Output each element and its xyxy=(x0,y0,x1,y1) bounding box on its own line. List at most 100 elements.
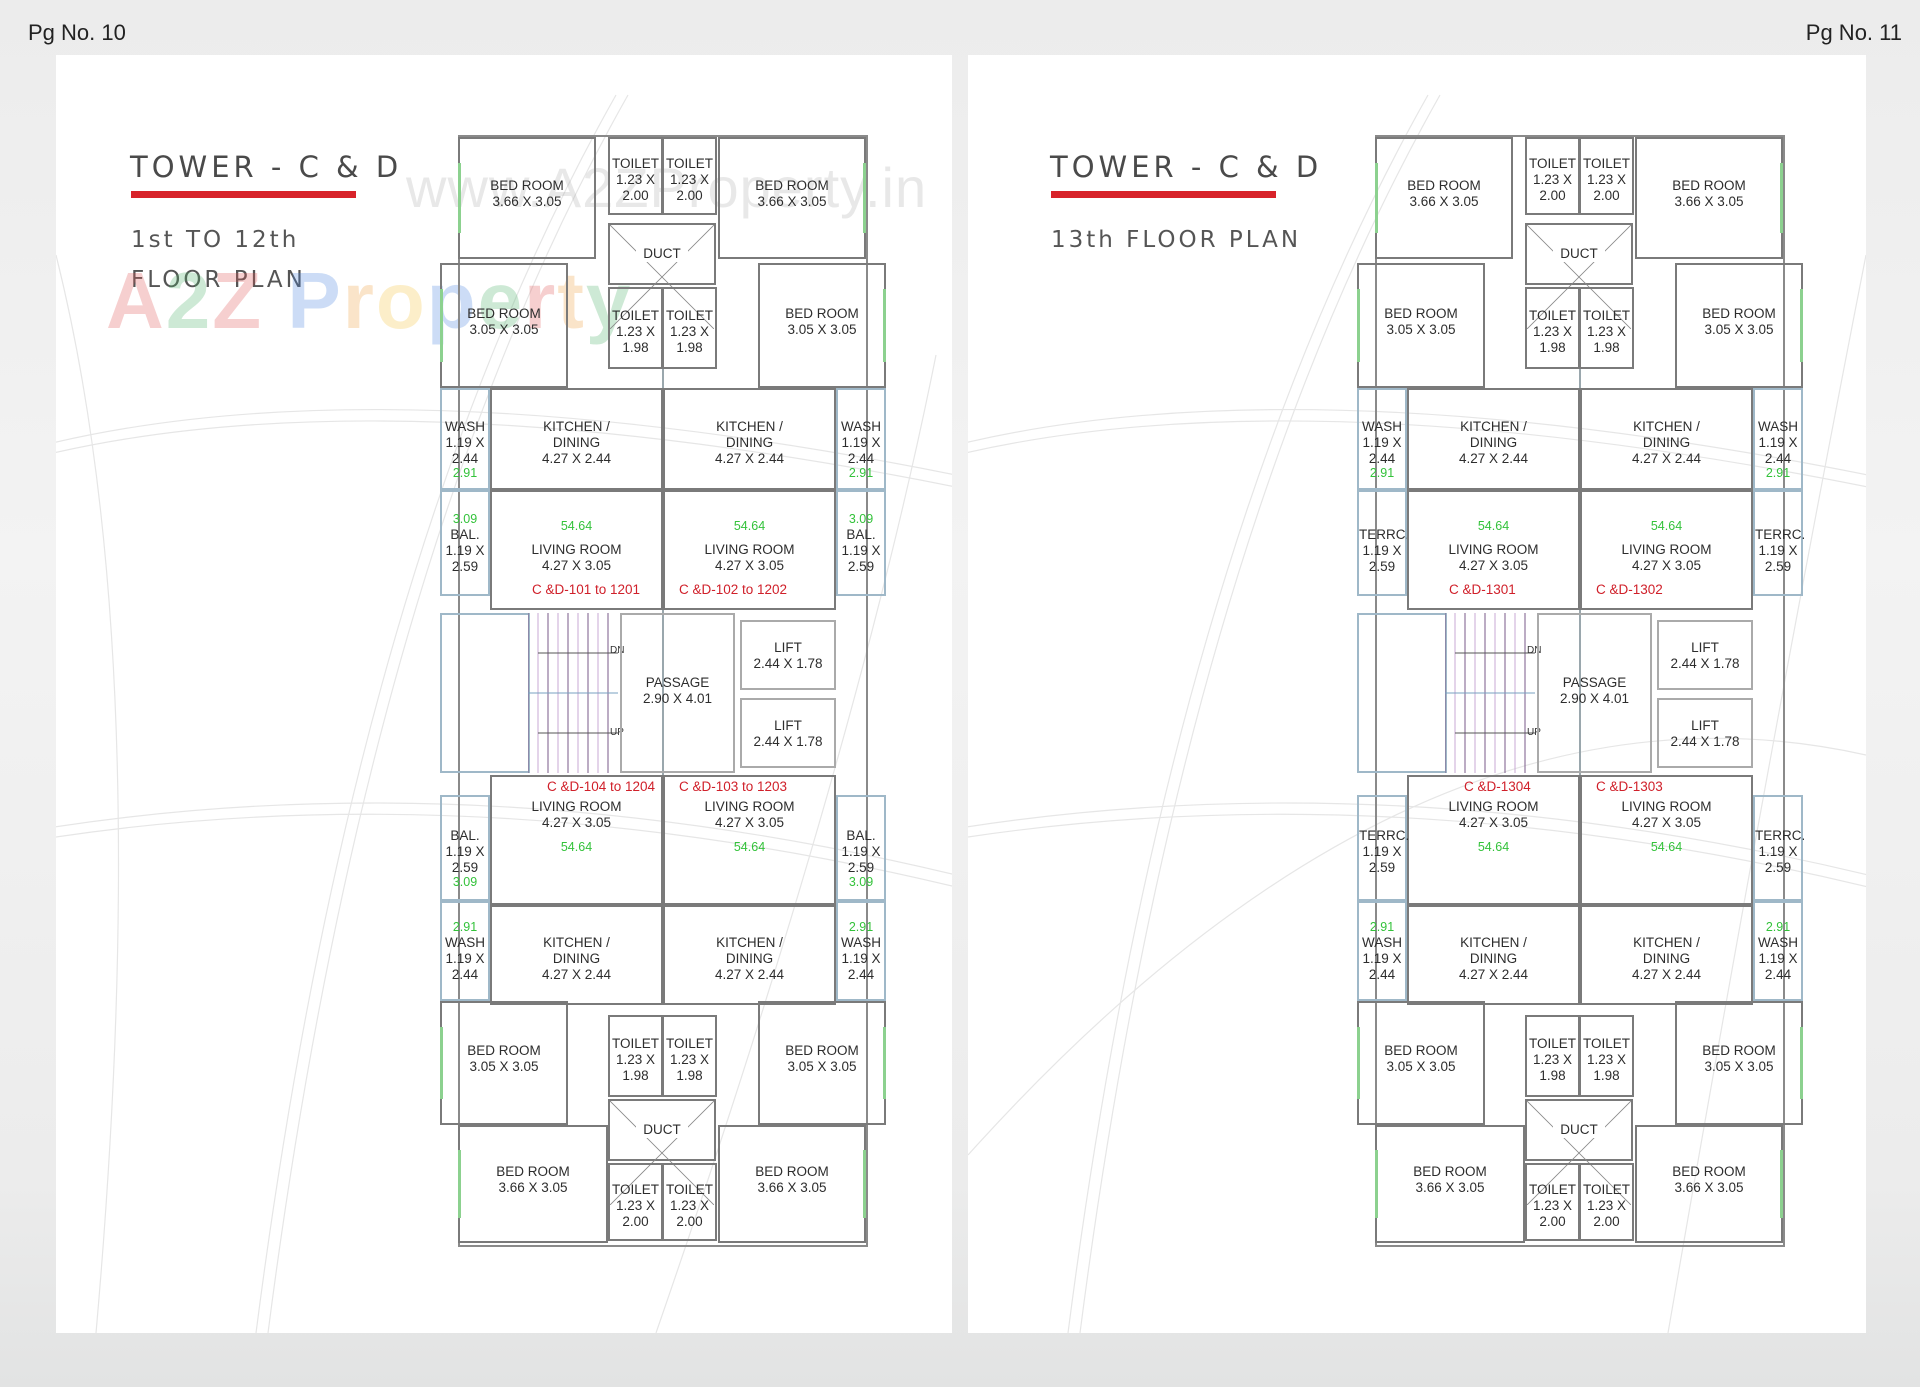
room-name: BED ROOM xyxy=(496,1164,570,1179)
carpet-area: 2.91 xyxy=(1765,920,1791,934)
room-name: BED ROOM xyxy=(1702,305,1776,321)
carpet-area: 3.09 xyxy=(452,512,478,526)
room-name: TOILET xyxy=(665,308,713,323)
carpet-area: 2.91 xyxy=(1369,466,1395,480)
room-name: WASH xyxy=(841,935,881,950)
window xyxy=(1780,1149,1783,1219)
room-dimensions: 4.27 X 2.44 xyxy=(1631,967,1702,982)
room-name: TOILET xyxy=(665,1182,713,1197)
carpet-area: 54.64 xyxy=(733,519,766,533)
room-dimensions: 1.23 X 2.00 xyxy=(1532,172,1573,203)
staircase-icon xyxy=(1445,613,1535,773)
room-dimensions: 1.19 X 2.44 xyxy=(445,951,485,982)
unit-number: C &D-103 to 1203 xyxy=(679,779,788,794)
room-balcony: TERRC.1.19 X 2.59 xyxy=(1357,490,1409,596)
stair-up-label: UP xyxy=(610,727,624,738)
duct-label: DUCT xyxy=(1553,246,1605,262)
room-name: KITCHEN / DINING xyxy=(1460,935,1527,966)
window xyxy=(1357,289,1360,362)
room-name: TOILET xyxy=(1528,156,1576,171)
room-dimensions: 4.27 X 3.05 xyxy=(1458,558,1529,573)
room-name: TOILET xyxy=(611,1182,659,1197)
window xyxy=(883,1027,886,1099)
room-name: TOILET xyxy=(1528,308,1576,323)
room-duct: DUCT xyxy=(608,223,716,329)
room-name: BED ROOM xyxy=(1384,305,1458,321)
title-underline xyxy=(1051,191,1276,198)
room-dimensions: 1.19 X 2.44 xyxy=(1758,951,1798,982)
window xyxy=(1357,1027,1360,1099)
room-dimensions: 1.23 X 1.98 xyxy=(1586,1052,1627,1083)
room-duct: DUCT xyxy=(608,1099,716,1205)
room-balcony: TERRC.1.19 X 2.59 xyxy=(1753,795,1805,901)
room-dimensions: 1.23 X 1.98 xyxy=(1532,1052,1573,1083)
building-outline xyxy=(1375,135,1785,1247)
room-name: WASH xyxy=(1362,419,1402,434)
room-dimensions: 1.23 X 1.98 xyxy=(615,324,656,355)
room-name: PASSAGE xyxy=(1562,675,1627,690)
decorative-curves xyxy=(968,94,1866,1333)
carpet-area: 2.91 xyxy=(452,466,478,480)
room-dimensions: 1.23 X 2.00 xyxy=(669,1198,710,1229)
room-name: KITCHEN / DINING xyxy=(543,419,610,450)
room-name: PASSAGE xyxy=(645,675,710,690)
room-name: BED ROOM xyxy=(490,178,564,193)
duct-cross-icon xyxy=(1527,1101,1631,1205)
room-name: BED ROOM xyxy=(785,305,859,321)
room-dimensions: 3.05 X 3.05 xyxy=(787,1059,857,1074)
carpet-area: 3.09 xyxy=(848,512,874,526)
duct-label: DUCT xyxy=(1553,1122,1605,1138)
duct-cross-icon xyxy=(610,1101,714,1205)
carpet-area: 54.64 xyxy=(560,840,593,854)
room-name: BAL. xyxy=(846,828,876,843)
carpet-area: 54.64 xyxy=(1477,519,1510,533)
title-underline xyxy=(131,191,356,198)
room-name: TOILET xyxy=(1582,308,1630,323)
room-name: KITCHEN / DINING xyxy=(1460,419,1527,450)
room-name: TOILET xyxy=(611,308,659,323)
room-dimensions: 4.27 X 3.05 xyxy=(541,815,612,830)
stair-down-label: DN xyxy=(1527,645,1542,656)
room-name: TOILET xyxy=(1582,1036,1630,1051)
room-dimensions: 1.23 X 1.98 xyxy=(1532,324,1573,355)
tower-title: TOWER - C & D xyxy=(130,150,403,184)
room-dimensions: 1.19 X 2.59 xyxy=(841,543,881,574)
room-name: LIFT xyxy=(1691,718,1719,733)
room-dimensions: 2.44 X 1.78 xyxy=(1670,656,1740,671)
stair-landing xyxy=(440,613,530,773)
room-dimensions: 1.23 X 1.98 xyxy=(669,324,710,355)
room-dimensions: 1.23 X 2.00 xyxy=(669,172,710,203)
room-name: BED ROOM xyxy=(1384,1043,1458,1058)
room-dimensions: 3.05 X 3.05 xyxy=(787,321,857,337)
duct-label: DUCT xyxy=(636,1122,688,1138)
room-dimensions: 4.27 X 3.05 xyxy=(1631,558,1702,573)
room-dimensions: 2.44 X 1.78 xyxy=(753,656,823,671)
room-name: BED ROOM xyxy=(467,1043,541,1058)
room-name: LIVING ROOM xyxy=(704,799,795,814)
